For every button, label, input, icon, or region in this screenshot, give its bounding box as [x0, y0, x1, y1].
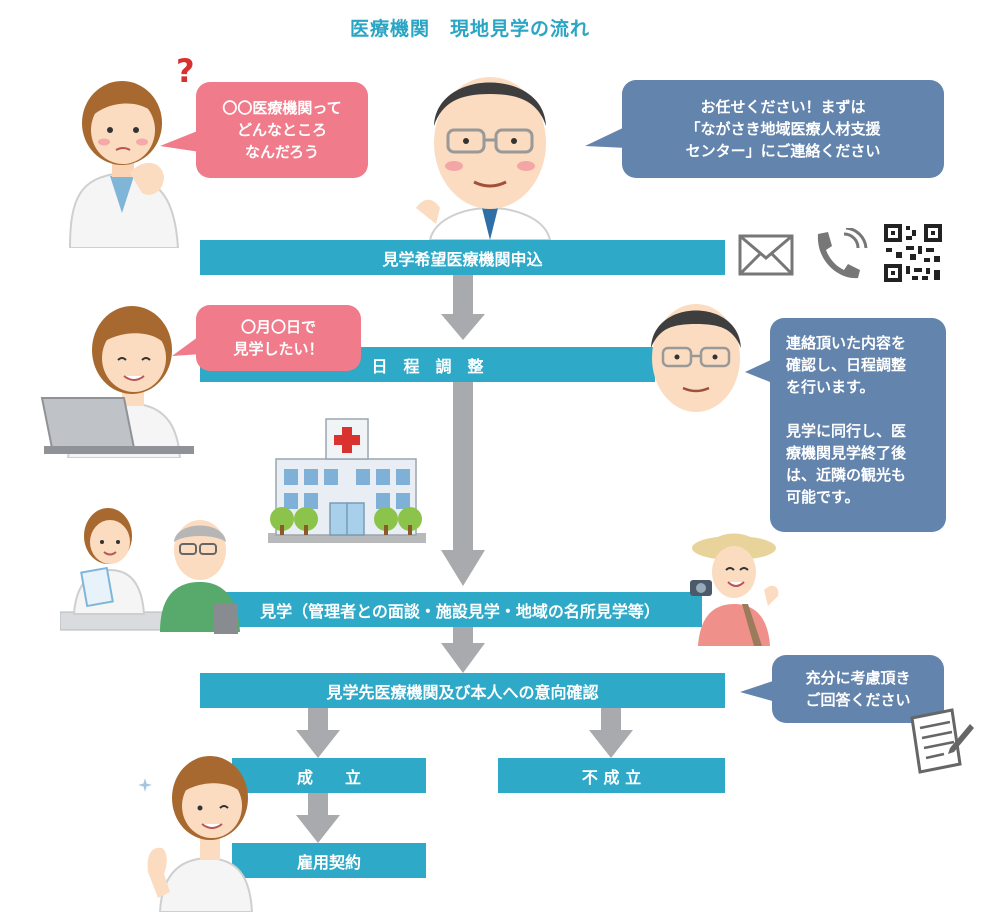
memo-icon — [910, 708, 974, 774]
nurse-laptop-illustration — [40, 306, 194, 458]
mail-icon — [738, 234, 794, 276]
bubble-doctor-intro: お任せください！まずは 「ながさき地域医療人材支援 センター」にご連絡ください — [622, 80, 944, 178]
flow-arrow-success — [296, 708, 340, 758]
flow-arrow-confirm — [441, 625, 485, 673]
phone-icon — [817, 228, 868, 279]
bubble-tail — [585, 126, 627, 148]
step-contract: 雇用契約 — [232, 843, 426, 878]
qr-code-icon — [882, 222, 944, 284]
flow-arrow-fail — [589, 708, 633, 758]
bubble-doctor-schedule: 連絡頂いた内容を 確認し、日程調整 を行います。 見学に同行し、医 療機関見学終… — [770, 318, 946, 532]
page-title: 医療機関 現地見学の流れ — [349, 18, 590, 40]
step-success: 成 立 — [232, 758, 426, 793]
bubble-tail — [745, 358, 775, 384]
bubble-tail — [160, 130, 200, 152]
bubble-consider: 充分に考慮頂き ご回答ください — [772, 655, 944, 723]
doctor-illustration — [416, 77, 552, 240]
flow-arrow-long — [441, 378, 485, 586]
flow-arrow-main — [441, 272, 485, 340]
nurse-thinking-illustration — [68, 81, 180, 248]
bubble-tail — [740, 680, 776, 702]
bubble-tail — [172, 334, 202, 356]
hospital-icon — [268, 418, 426, 543]
interview-illustration — [60, 508, 240, 634]
step-fail: 不 成 立 — [498, 758, 725, 793]
bubble-nurse-schedule: 〇月〇日で 見学したい！ — [196, 305, 361, 371]
sparkle-icon — [138, 778, 152, 792]
bubble-nurse-question: 〇〇医療機関って どんなところ なんだろう — [196, 82, 368, 178]
step-confirm: 見学先医療機関及び本人への意向確認 — [200, 673, 725, 708]
flow-arrow-contract — [296, 793, 340, 843]
nurse-success-illustration — [147, 756, 254, 912]
step-visit: 見学（管理者との面談・施設見学・地域の名所見学等） — [218, 592, 702, 627]
doctor-small-illustration — [651, 304, 741, 412]
question-icon: ? — [176, 52, 195, 88]
step-apply: 見学希望医療機関申込 — [200, 240, 725, 275]
svg-text:?: ? — [176, 52, 195, 88]
tourist-illustration — [690, 533, 779, 646]
